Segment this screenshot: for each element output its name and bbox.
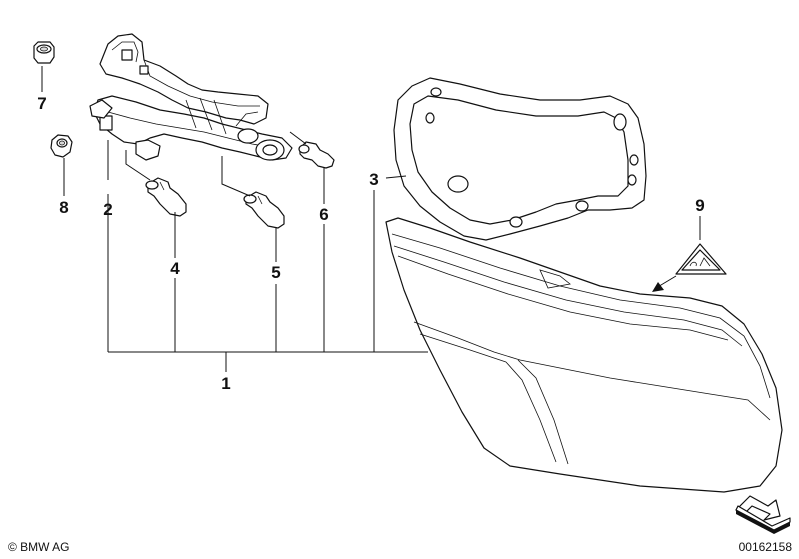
bulb-part-4	[145, 177, 187, 217]
copyright-text: © BMW AG	[8, 540, 70, 554]
rear-light-housing-part-1	[385, 217, 783, 493]
callout-5: 5	[271, 263, 280, 282]
bulb-part-5	[243, 191, 285, 229]
grommet-part-7	[33, 41, 55, 64]
wedge-bulb-part-6	[298, 141, 335, 169]
gasket-part-3	[393, 77, 647, 241]
callout-2: 2	[103, 200, 112, 219]
callout-8: 8	[59, 198, 68, 217]
callout-7: 7	[37, 94, 46, 113]
diagram-number: 00162158	[739, 540, 793, 554]
callout-1: 1	[221, 374, 230, 393]
callout-3: 3	[369, 170, 378, 189]
warning-label-part-9	[675, 243, 727, 275]
callout-9: 9	[695, 196, 704, 215]
orientation-arrow-icon	[735, 495, 791, 534]
bulb-carrier-part-2	[89, 33, 293, 161]
callout-6: 6	[319, 205, 328, 224]
callout-4: 4	[170, 259, 180, 278]
leader-lines	[41, 66, 701, 372]
nut-part-8	[50, 134, 73, 158]
